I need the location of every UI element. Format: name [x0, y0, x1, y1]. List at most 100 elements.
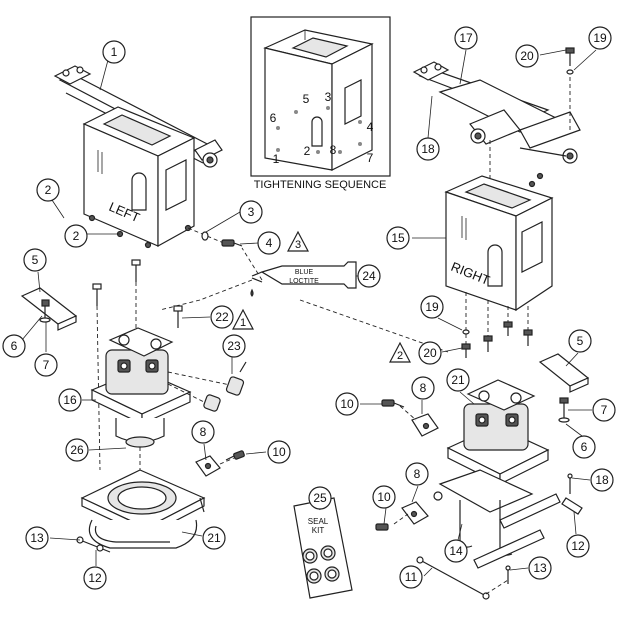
callout-19: 19: [588, 26, 612, 50]
svg-text:6: 6: [11, 339, 18, 353]
seal-kit-line2: KIT: [312, 526, 325, 535]
loctite-leaders: [159, 247, 449, 353]
callout-5: 5: [568, 329, 592, 353]
callout-10: 10: [372, 485, 396, 509]
callout-8: 8: [405, 462, 429, 486]
left-housing-fasteners: [187, 227, 243, 247]
seq-number: 7: [367, 151, 374, 165]
svg-text:19: 19: [425, 300, 439, 314]
warning-triangle-2: 2: [389, 341, 411, 363]
svg-text:18: 18: [595, 473, 609, 487]
svg-text:6: 6: [581, 440, 588, 454]
svg-text:1: 1: [111, 45, 118, 59]
callout-11: 11: [399, 565, 423, 589]
callout-13: 13: [528, 556, 552, 580]
left-bracket-assembly: [20, 287, 78, 331]
svg-text:26: 26: [70, 443, 84, 457]
inset-housing-right-face: [331, 43, 373, 171]
svg-text:24: 24: [362, 269, 376, 283]
svg-text:5: 5: [577, 334, 584, 348]
leader-lines: [21, 49, 597, 577]
svg-text:21: 21: [207, 531, 221, 545]
svg-text:12: 12: [571, 539, 585, 553]
seq-number: 5: [303, 92, 310, 106]
blue-loctite-tube: BLUE LOCTITE: [250, 261, 357, 297]
right-housing-bolts: [461, 321, 533, 358]
callout-10: 10: [267, 440, 291, 464]
right-pivot-brackets: [375, 399, 439, 531]
callout-18: 18: [590, 468, 614, 492]
callout-19: 19: [420, 295, 444, 319]
callout-13: 13: [25, 526, 49, 550]
left-housing-side: [157, 137, 195, 248]
callout-12: 12: [83, 566, 107, 590]
svg-text:8: 8: [414, 467, 421, 481]
svg-text:21: 21: [451, 373, 465, 387]
right-hydraulic-motor: [446, 379, 550, 485]
motor-mount-bolts: [92, 259, 183, 471]
callout-10: 10: [335, 392, 359, 416]
left-housing-assembly: LEFT: [53, 65, 223, 249]
svg-text:20: 20: [520, 49, 534, 63]
callout-8: 8: [191, 420, 215, 444]
svg-text:14: 14: [449, 544, 463, 558]
svg-text:8: 8: [200, 425, 207, 439]
callout-20: 20: [515, 44, 539, 68]
svg-text:13: 13: [30, 531, 44, 545]
inset-caption: TIGHTENING SEQUENCE: [254, 179, 387, 191]
callout-16: 16: [58, 388, 82, 412]
callout-5: 5: [23, 248, 47, 272]
right-linkage-frame: [416, 469, 583, 600]
svg-text:11: 11: [405, 570, 418, 584]
callout-8: 8: [411, 376, 435, 400]
tightening-sequence-inset: 5 3 6 4 1 2 8 7 TIGHTENING SEQUENCE: [250, 16, 391, 191]
callout-26: 26: [65, 438, 89, 462]
svg-text:25: 25: [313, 491, 327, 505]
callout-6: 6: [572, 435, 596, 459]
seq-number: 6: [270, 111, 277, 125]
seal-kit: SEAL KIT: [293, 497, 353, 599]
inset-housing-opening: [291, 37, 349, 58]
left-pivot-bracket: [195, 450, 245, 513]
svg-text:22: 22: [215, 310, 229, 324]
callout-20: 20: [418, 341, 442, 365]
callout-21: 21: [446, 368, 470, 392]
right-housing: RIGHT: [444, 140, 554, 350]
svg-text:23: 23: [227, 339, 241, 353]
left-hydraulic-motor: [90, 327, 192, 448]
callout-14: 14: [444, 539, 468, 563]
right-bracket-assembly: [538, 353, 590, 423]
seal-kit-line1: SEAL: [308, 517, 329, 526]
callout-24: 24: [357, 264, 381, 288]
tube-label-line1: BLUE: [295, 269, 314, 276]
svg-text:10: 10: [272, 445, 286, 459]
svg-text:1: 1: [240, 317, 246, 329]
svg-text:7: 7: [43, 358, 50, 372]
callout-6: 6: [2, 334, 26, 358]
warning-triangle-1: 1: [232, 308, 254, 330]
svg-text:5: 5: [32, 253, 39, 267]
callout-22: 22: [210, 305, 234, 329]
seq-number: 8: [330, 143, 337, 157]
callout-21: 21: [202, 526, 226, 550]
callout-23: 23: [222, 334, 246, 358]
svg-text:20: 20: [423, 346, 437, 360]
hydraulic-fittings: [167, 361, 247, 412]
svg-text:3: 3: [248, 205, 255, 219]
svg-text:10: 10: [340, 397, 354, 411]
svg-text:13: 13: [533, 561, 547, 575]
svg-text:7: 7: [601, 403, 608, 417]
svg-text:4: 4: [266, 236, 273, 250]
seq-number: 1: [273, 152, 280, 166]
callout-15: 15: [386, 226, 410, 250]
svg-text:19: 19: [593, 31, 607, 45]
right-mount-bar: [412, 47, 581, 164]
seq-number: 3: [325, 90, 332, 104]
callout-4: 4: [257, 231, 281, 255]
svg-text:15: 15: [391, 231, 405, 245]
callout-17: 17: [454, 26, 478, 50]
svg-text:12: 12: [88, 571, 102, 585]
svg-text:2: 2: [397, 350, 403, 362]
callout-18: 18: [416, 137, 440, 161]
